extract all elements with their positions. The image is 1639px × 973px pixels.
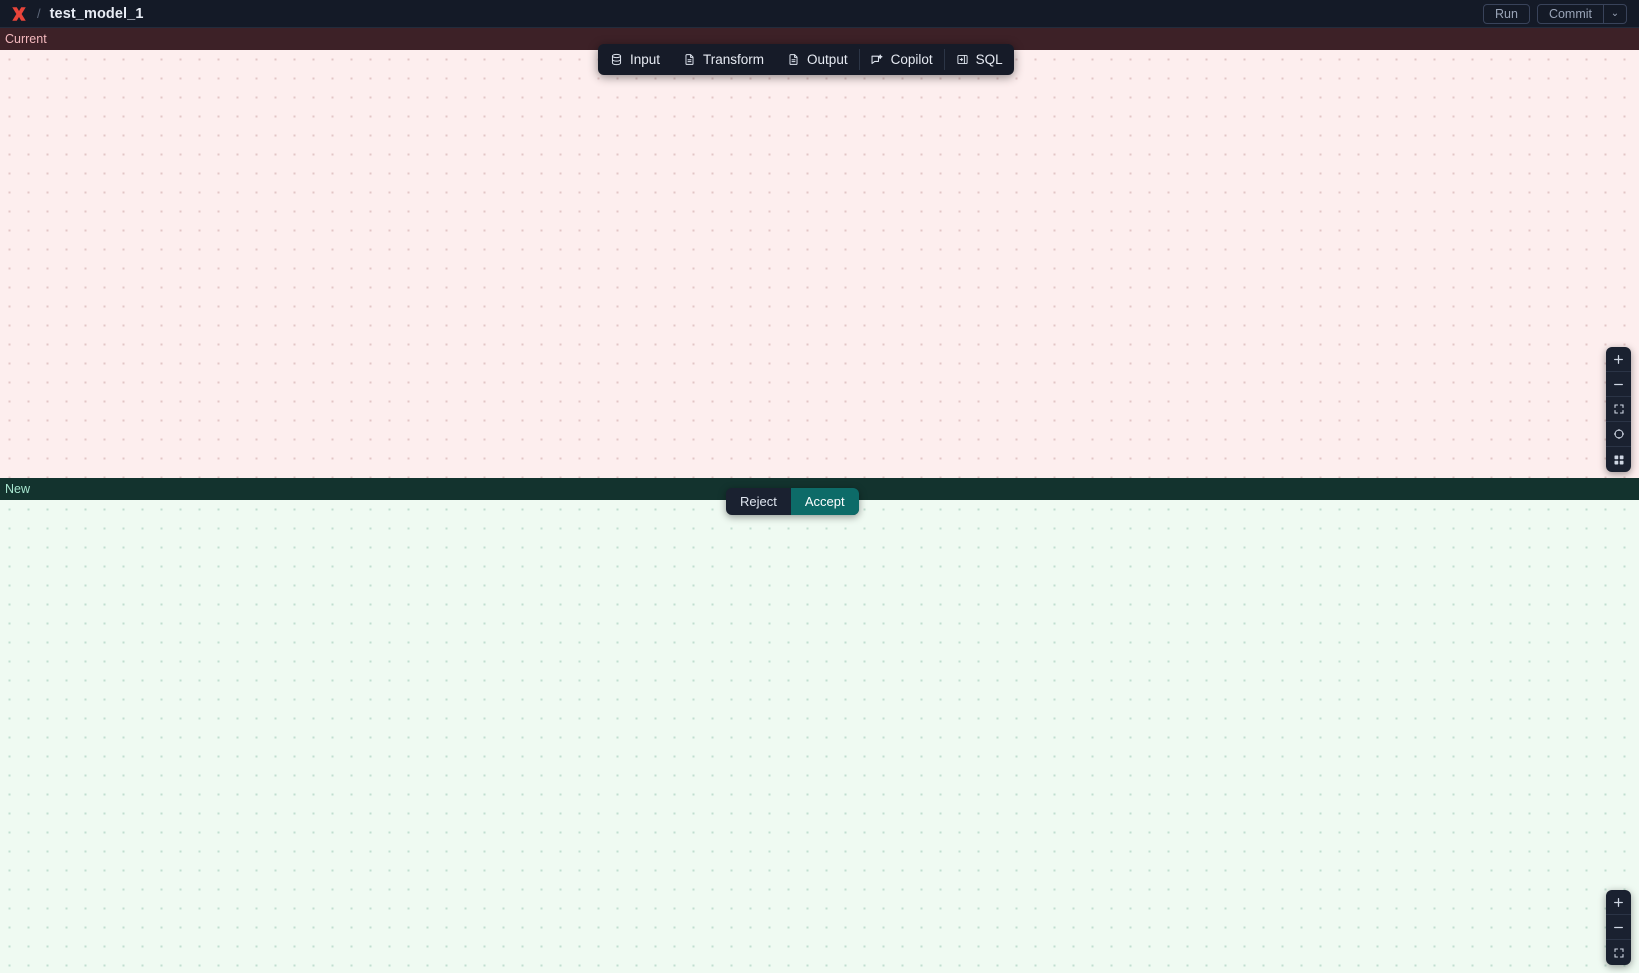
- toolbar-item-label: SQL: [975, 52, 1003, 67]
- zoom-controls-new[interactable]: [1606, 890, 1631, 965]
- zoom-in-button[interactable]: [1606, 890, 1631, 915]
- zoom-out-button[interactable]: [1606, 915, 1631, 940]
- top-bar: / test_model_1 Run Commit ⌄: [0, 0, 1639, 28]
- database-icon: [609, 52, 624, 67]
- pane-new: New fct_git: [0, 478, 1639, 973]
- target-icon[interactable]: [1606, 422, 1631, 447]
- toolbar-item-input[interactable]: Input: [598, 44, 671, 75]
- toolbar-item-copilot[interactable]: Copilot: [858, 44, 944, 75]
- divider: [1603, 4, 1604, 23]
- toolbar-item-label: Input: [630, 52, 661, 67]
- pane-current-label: Current: [0, 28, 1639, 50]
- canvas-current[interactable]: [0, 50, 1639, 478]
- toolbar-item-label: Output: [807, 52, 848, 67]
- zoom-out-button[interactable]: [1606, 372, 1631, 397]
- node-palette-toolbar: Input Transform Output Copilot: [598, 44, 1014, 75]
- toolbar-item-label: Copilot: [890, 52, 933, 67]
- file-icon: [682, 52, 697, 67]
- file-icon: [786, 52, 801, 67]
- sql-panel-icon: [955, 52, 970, 67]
- edge-layer: [0, 500, 1639, 973]
- run-button[interactable]: Run: [1483, 3, 1530, 24]
- page-title: test_model_1: [49, 5, 144, 22]
- commit-button[interactable]: Commit: [1548, 6, 1592, 21]
- canvas-new[interactable]: fct_github_pull_requests ⋯ Model Name fc…: [0, 500, 1639, 973]
- grid-icon[interactable]: [1606, 447, 1631, 472]
- top-bar-actions: Run Commit ⌄: [1483, 3, 1631, 24]
- accept-button[interactable]: Accept: [790, 488, 859, 515]
- zoom-in-button[interactable]: [1606, 347, 1631, 372]
- breadcrumb-separator: /: [37, 6, 41, 21]
- toolbar-item-sql[interactable]: SQL: [943, 44, 1014, 75]
- app-logo-icon[interactable]: [8, 3, 30, 25]
- toolbar-item-label: Transform: [703, 52, 765, 67]
- commit-split-button[interactable]: Commit ⌄: [1536, 3, 1627, 24]
- chevron-down-icon[interactable]: ⌄: [1610, 8, 1620, 19]
- copilot-sparkle-icon: [870, 52, 885, 67]
- fit-screen-icon[interactable]: [1606, 940, 1631, 965]
- diff-decision-bar: Reject Accept: [726, 488, 859, 515]
- reject-button[interactable]: Reject: [740, 494, 777, 509]
- toolbar-item-transform[interactable]: Transform: [671, 44, 775, 75]
- pane-current: Current: [0, 28, 1639, 478]
- toolbar-item-output[interactable]: Output: [775, 44, 859, 75]
- zoom-controls-current[interactable]: [1606, 347, 1631, 472]
- fit-screen-icon[interactable]: [1606, 397, 1631, 422]
